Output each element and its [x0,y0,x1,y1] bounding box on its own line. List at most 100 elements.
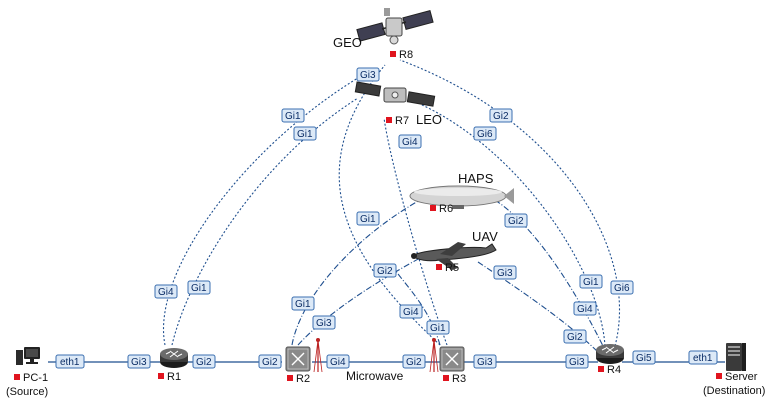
r4-marker [598,366,604,372]
port-pc-eth1: eth1 [55,354,85,369]
port-label: Gi1 [430,323,446,334]
port-r8-gi3: Gi3 [356,67,380,82]
r8-label: R8 [399,49,413,61]
port-label: Gi3 [497,268,513,279]
link-r4-r7 [419,103,606,347]
link-r3-r7 [383,117,448,346]
port-label: Gi4 [158,287,174,298]
port-r2-gi1: Gi1 [291,296,315,311]
port-label: Gi3 [316,318,332,329]
port-r2-gi2: Gi2 [258,354,282,369]
port-r3-gi3: Gi3 [473,354,497,369]
link-r3-r8 [338,64,441,346]
server-marker [716,373,722,379]
port-label: Gi1 [297,129,313,140]
port-r1-gi3: Gi3 [127,354,151,369]
leo-label: LEO [416,112,442,127]
port-label: Gi1 [285,111,301,122]
port-label: Gi1 [583,277,599,288]
port-label: Gi3 [131,357,147,368]
port-label: Gi5 [636,353,652,364]
port-label: eth1 [60,357,80,368]
uav-aircraft-icon [411,242,497,270]
port-r8-gi1: Gi1 [281,108,305,123]
port-label: Gi3 [569,357,585,368]
port-r1-gi1: Gi1 [187,280,211,295]
port-label: Gi6 [614,283,630,294]
port-r4-gi3: Gi3 [565,354,589,369]
r7-marker [386,117,392,123]
port-r4-gi4: Gi4 [573,301,597,316]
pc-id-label: PC-1 [23,372,48,384]
port-r3-gi1: Gi1 [426,320,450,335]
port-label: Gi2 [508,216,524,227]
port-r4-gi2: Gi2 [563,329,587,344]
link-r3-r5 [394,269,441,346]
r5-label: R5 [445,262,459,274]
r4-label: R4 [607,364,621,376]
port-r3-gi4: Gi4 [399,304,423,319]
link-r1-r7 [171,97,359,346]
router-r2-icon [285,346,311,372]
port-label: Gi2 [493,111,509,122]
port-label: Gi4 [403,307,419,318]
pc-marker [14,374,20,380]
port-r4-gi5: Gi5 [632,350,656,365]
port-r4-gi1: Gi1 [579,274,603,289]
port-label: Gi3 [477,357,493,368]
microwave-tower-r2-icon [313,338,323,373]
port-r1-gi2: Gi2 [192,354,216,369]
router-r4-icon [596,344,624,364]
port-r7-gi1: Gi1 [293,126,317,141]
port-r2-gi4: Gi4 [326,354,350,369]
links [48,59,725,363]
port-label: Gi2 [377,266,393,277]
link-r2-r6 [291,199,421,346]
port-label: Gi4 [330,357,346,368]
port-r7-gi6: Gi6 [473,126,497,141]
uav-label: UAV [472,229,498,244]
port-r3-gi2: Gi2 [402,354,426,369]
port-label: Gi2 [406,357,422,368]
pc-role-label: (Source) [6,386,48,398]
port-r5-gi3: Gi3 [493,265,517,280]
port-r4-gi6: Gi6 [610,280,634,295]
microwave-link-label: Microwave [346,369,404,383]
server-role-label: (Destination) [703,385,765,397]
port-r7-gi4: Gi4 [398,134,422,149]
port-server-eth1: eth1 [688,350,718,365]
port-label: Gi2 [567,332,583,343]
r8-marker [390,51,396,57]
r1-label: R1 [167,371,181,383]
link-r1-r8 [163,71,369,346]
r6-label: R6 [439,203,453,215]
r3-marker [443,375,449,381]
port-r6-gi1: Gi1 [356,211,380,226]
port-label: Gi1 [191,283,207,294]
port-label: Gi6 [477,129,493,140]
port-label: Gi3 [360,70,376,81]
haps-label: HAPS [458,171,494,186]
r3-label: R3 [452,373,466,385]
port-label: Gi1 [360,214,376,225]
port-label: Gi2 [262,357,278,368]
port-label: Gi4 [577,304,593,315]
port-label: eth1 [693,353,713,364]
r5-marker [436,264,442,270]
geo-satellite-icon [356,8,434,45]
router-r3-icon [439,346,465,372]
port-r2-gi3: Gi3 [312,315,336,330]
r2-label: R2 [296,373,310,385]
link-r4-r8 [399,59,620,347]
port-r6-gi2: Gi2 [504,213,528,228]
port-r5-gi2: Gi2 [373,263,397,278]
link-r2-r5 [297,257,421,346]
r2-marker [287,375,293,381]
server-id-label: Server [725,371,758,383]
haps-airship-icon [409,185,514,209]
r6-marker [430,205,436,211]
r1-marker [158,373,164,379]
microwave-tower-r3-icon [429,338,439,373]
port-r1-gi4: Gi4 [154,284,178,299]
